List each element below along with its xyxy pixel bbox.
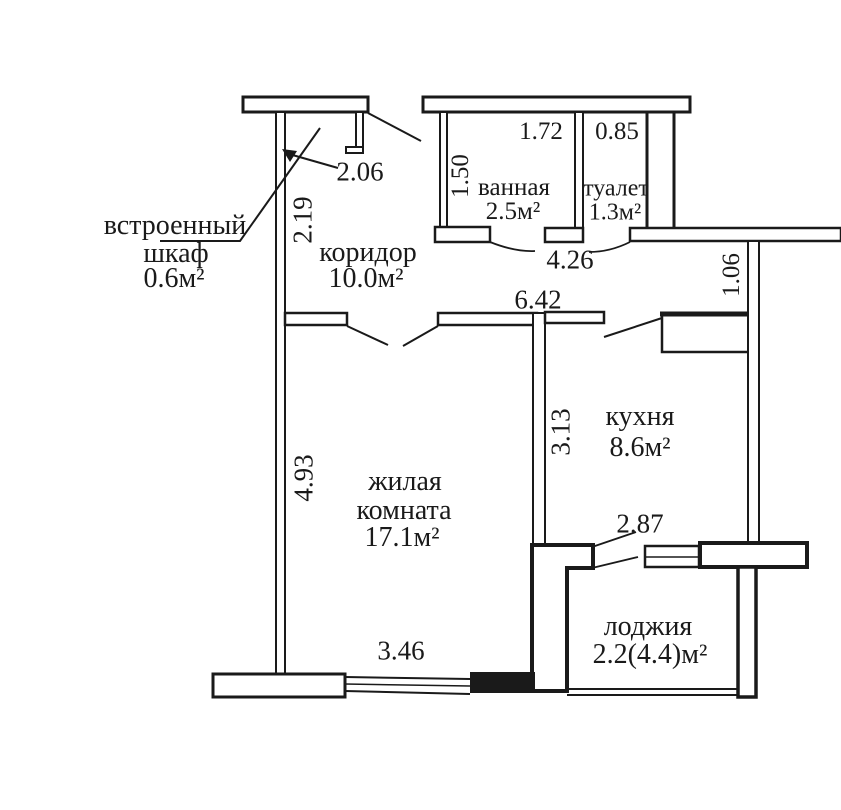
entrance-door-leaf [367,112,422,142]
dim-toilet-width: 0.85 [595,118,639,145]
wall-corridor-living-left [283,311,349,327]
closet-door-arrowhead [282,149,297,162]
wall-living-bottom-pier [470,672,535,693]
dim-living-depth: 4.93 [288,454,318,501]
wall-top-left [241,95,370,114]
balcony-door-leaf [591,556,639,569]
closet-door-leaf [288,153,339,169]
living-door-leaf-left [346,325,389,346]
wall-left [275,111,286,676]
label-living-name-line1: жилая [367,466,442,497]
wall-loggia-top-right [698,541,809,569]
label-closet-name-line1: встроенный [104,210,247,241]
dim-bathroom-width: 1.72 [519,118,563,145]
wall-corridor-living-right [436,311,539,327]
label-corridor-name: коридор [319,237,416,268]
label-toilet-name: туалет [583,175,649,201]
label-loggia-name: лоджия [604,611,693,642]
dim-kitchen-depth: 3.13 [545,408,575,455]
toilet-door-swing [588,241,631,253]
wall-loggia-step [530,543,595,693]
vent-shaft [660,311,751,354]
loggia-dim-leader [591,531,637,548]
wall-loggia-right [736,565,758,699]
wall-kitchen-top [543,310,606,325]
living-window-line-outer [344,676,471,680]
bathroom-door-swing [489,241,536,252]
label-corridor-area: 10.0м² [328,263,403,294]
living-window-line-inner [344,690,471,695]
wall-bathroom-bottom-middle [543,226,585,244]
label-bathroom-area: 2.5м² [486,198,541,225]
label-bathroom-name: ванная [478,174,550,201]
wall-closet-partition [355,111,364,149]
wall-bathroom-bottom-left [433,225,492,244]
living-window-line-middle [344,683,471,687]
closet-leader-line [160,127,321,242]
label-kitchen-area: 8.6м² [609,432,670,463]
wall-closet-partition-foot [345,146,364,154]
dim-entry-wall-offset: 1.06 [718,253,745,297]
wall-bathroom-toilet-partition [574,111,584,231]
label-toilet-area: 1.3м² [589,199,641,225]
wall-kitchen-right [747,240,760,546]
dim-loggia-opening: 2.87 [616,508,663,538]
dim-bathroom-depth: 1.50 [447,154,474,198]
kitchen-door-leaf [603,317,663,338]
dim-corridor-depth: 2.19 [287,196,317,243]
wall-toilet-right-column [645,110,676,234]
living-door-leaf-right [402,325,439,347]
dim-living-width: 3.46 [377,635,424,665]
label-closet-name-line2: шкаф [143,238,208,269]
label-living-area: 17.1м² [364,522,439,553]
dim-corridor-width: 6.42 [514,284,561,314]
wall-living-kitchen [532,312,546,548]
wall-living-sill-block [211,672,347,699]
label-kitchen-name: кухня [605,401,674,432]
wall-hall-top-right [628,226,841,243]
label-living-name-line2: комната [356,495,452,526]
label-loggia-area: 2.2(4.4)м² [593,639,708,670]
wall-top-bathroom [421,95,692,114]
dim-closet-opening: 2.06 [336,156,383,186]
label-closet-area: 0.6м² [143,263,204,294]
dim-hall-width: 4.26 [546,244,593,274]
